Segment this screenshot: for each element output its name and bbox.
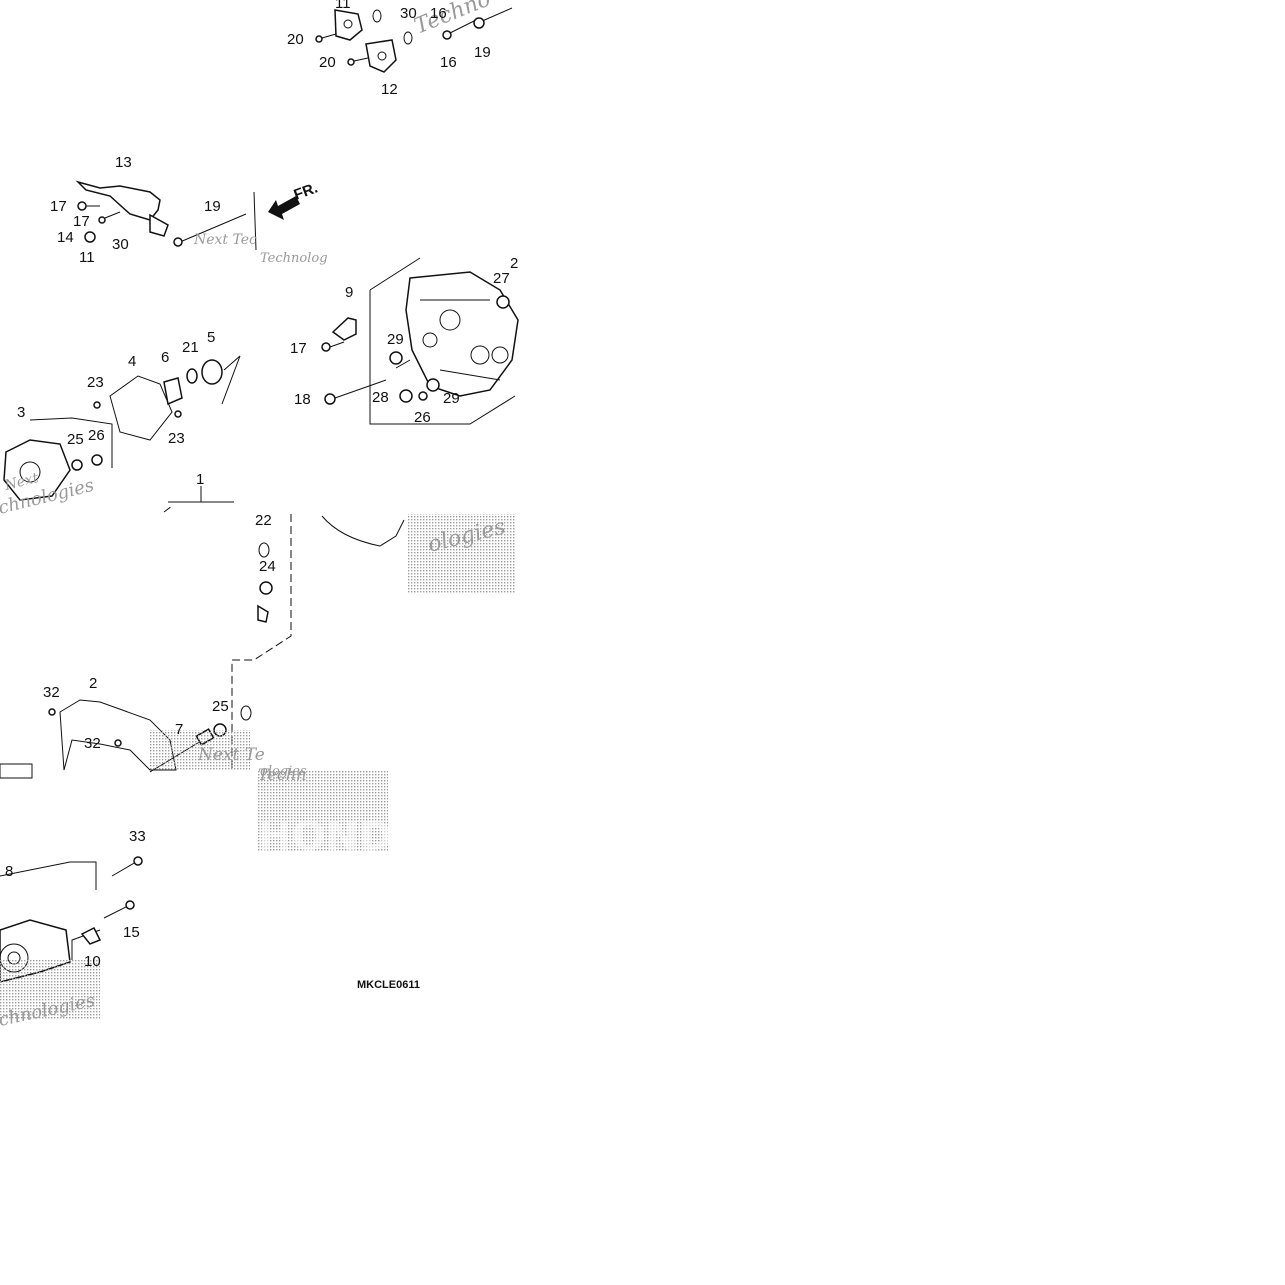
callout-number: 23 bbox=[168, 430, 185, 447]
callout-number: 26 bbox=[88, 427, 105, 444]
callout-number: 29 bbox=[443, 390, 460, 407]
callout-number: 22 bbox=[255, 512, 272, 529]
gear-6 bbox=[163, 377, 183, 406]
long-bolt bbox=[324, 379, 387, 405]
diagram-code: MKCLE0611 bbox=[357, 979, 420, 991]
callout-number: 19 bbox=[204, 198, 221, 215]
stud-bolt bbox=[173, 213, 247, 247]
callout-number: 1 bbox=[196, 471, 204, 488]
callout-number: 32 bbox=[43, 684, 60, 701]
callout-number: 20 bbox=[319, 54, 336, 71]
callout-number: 17 bbox=[73, 213, 90, 230]
callout-number: 4 bbox=[128, 353, 136, 370]
callout-number: 30 bbox=[112, 236, 129, 253]
callout-number: 21 bbox=[182, 339, 199, 356]
callout-number: 10 bbox=[84, 953, 101, 970]
callout-number: 28 bbox=[372, 389, 389, 406]
bolt bbox=[321, 341, 345, 352]
callout-number: 11 bbox=[335, 0, 351, 12]
bolt-15 bbox=[103, 900, 135, 919]
gear-5 bbox=[201, 359, 223, 385]
callout-number: 17 bbox=[290, 340, 307, 357]
callout-number: 5 bbox=[207, 329, 215, 346]
callout-number: 17 bbox=[50, 198, 67, 215]
callout-number: 32 bbox=[84, 735, 101, 752]
callout-number: 14 bbox=[57, 229, 74, 246]
dowel-pin bbox=[93, 401, 101, 409]
callout-number: 13 bbox=[115, 154, 132, 171]
callout-labels: 11 30 16 20 20 16 19 12 13 17 17 19 14 1… bbox=[5, 0, 518, 970]
starter-motor bbox=[0, 861, 101, 1020]
callout-number: 19 bbox=[474, 44, 491, 61]
bolt bbox=[473, 7, 513, 29]
nut bbox=[84, 231, 96, 243]
washer-21 bbox=[186, 368, 198, 384]
callout-number: 16 bbox=[430, 5, 447, 22]
callout-number: 25 bbox=[212, 698, 229, 715]
watermark-text: ologies bbox=[260, 764, 307, 779]
watermark-text: Next Tec bbox=[193, 232, 257, 248]
watermark-text: Technolog bbox=[260, 251, 328, 266]
gasket-4 bbox=[109, 375, 173, 441]
bracket-assembly bbox=[75, 180, 257, 251]
callout-number: 3 bbox=[17, 404, 25, 421]
clamp-10 bbox=[80, 926, 102, 945]
callout-number: 18 bbox=[294, 391, 311, 408]
bolt-33 bbox=[111, 856, 143, 877]
callout-number: 25 bbox=[67, 431, 84, 448]
bolt bbox=[77, 201, 100, 211]
watermark-text: Next Te bbox=[197, 745, 265, 765]
o-ring bbox=[372, 9, 382, 23]
watermark-text: Techn bbox=[258, 765, 306, 784]
callout-number: 2 bbox=[89, 675, 97, 692]
callout-number: 26 bbox=[414, 409, 431, 426]
callout-number: 8 bbox=[5, 863, 13, 880]
fitting-part bbox=[315, 9, 363, 43]
callout-number: 12 bbox=[381, 81, 398, 98]
callout-number: 29 bbox=[387, 331, 404, 348]
bolt bbox=[442, 19, 477, 40]
o-ring bbox=[403, 31, 413, 45]
callout-number: 11 bbox=[79, 249, 95, 266]
bolt bbox=[98, 211, 121, 224]
callout-number: 16 bbox=[440, 54, 457, 71]
callout-number: 20 bbox=[287, 31, 304, 48]
callout-number: 6 bbox=[161, 349, 169, 366]
callout-number: 30 bbox=[400, 5, 417, 22]
front-direction-arrow: FR. bbox=[268, 180, 320, 220]
callout-number: 23 bbox=[87, 374, 104, 391]
right-panel: ologies bbox=[231, 514, 516, 770]
gear-case-cover bbox=[369, 257, 519, 425]
callout-number: 7 bbox=[175, 721, 183, 738]
callout-number: 27 bbox=[493, 270, 510, 287]
cover-3 bbox=[3, 417, 113, 501]
callout-number: 9 bbox=[345, 284, 353, 301]
dowel-pin bbox=[48, 708, 56, 716]
small-bracket-9 bbox=[331, 317, 357, 341]
fitting-part bbox=[347, 39, 397, 73]
callout-number: 15 bbox=[123, 924, 140, 941]
front-direction-label: FR. bbox=[292, 180, 321, 204]
dowel-pin bbox=[114, 739, 122, 747]
callout-number: 33 bbox=[129, 828, 146, 845]
logo-text: HONDA bbox=[258, 814, 423, 860]
logo-block: Techn HONDA bbox=[258, 765, 423, 860]
callout-number: 24 bbox=[259, 558, 276, 575]
callout-number: 2 bbox=[510, 255, 518, 272]
dowel-pin bbox=[174, 410, 182, 418]
